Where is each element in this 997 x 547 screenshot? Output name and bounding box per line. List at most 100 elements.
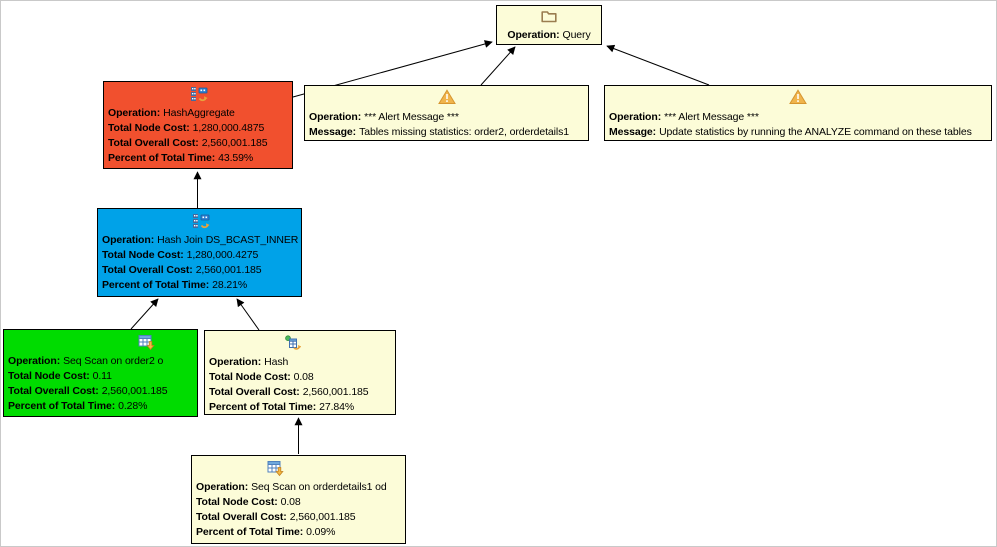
icon-row (104, 82, 292, 105)
field-label: Percent of Total Time: (102, 279, 210, 291)
node-alert-run-analyze[interactable]: Operation:*** Alert Message ***Message:U… (604, 85, 992, 141)
field-value: 2,560,001.185 (195, 264, 262, 276)
field-value: Query (562, 29, 591, 41)
edge-alert2-query (606, 44, 710, 86)
field-message: Message:Tables missing statistics: order… (309, 125, 584, 140)
field-value: Update statistics by running the ANALYZE… (659, 126, 972, 138)
field-label: Operation: (309, 111, 362, 123)
field-value: 0.11 (92, 370, 112, 382)
field-value: 1,280,000.4875 (192, 122, 265, 134)
field-value: 2,560,001.185 (201, 137, 268, 149)
field-label: Total Node Cost: (108, 122, 190, 134)
field-value: HashAggregate (163, 107, 235, 119)
field-operation: Operation:Hash (209, 355, 391, 370)
folder-icon (541, 11, 557, 23)
seq-scan-icon (267, 461, 284, 476)
field-label: Operation: (196, 481, 249, 493)
field-operation: Operation:Query (501, 28, 597, 43)
field-label: Total Overall Cost: (209, 386, 300, 398)
field-label: Percent of Total Time: (8, 400, 116, 412)
icon-row (4, 330, 197, 353)
hash-join-icon (191, 213, 210, 229)
field-percent-of-total-time: Percent of Total Time:43.59% (108, 151, 288, 166)
node-alert-missing-statistics[interactable]: Operation:*** Alert Message ***Message:T… (304, 85, 589, 141)
field-total-node-cost: Total Node Cost:1,280,000.4275 (102, 248, 297, 263)
field-label: Operation: (209, 356, 262, 368)
field-label: Percent of Total Time: (108, 152, 216, 164)
field-value: 2,560,001.185 (101, 385, 168, 397)
icon-row (605, 86, 991, 109)
field-value: 28.21% (212, 279, 248, 291)
hash-join-icon (190, 86, 208, 102)
field-total-overall-cost: Total Overall Cost:2,560,001.185 (102, 263, 297, 278)
field-value: 27.84% (319, 401, 355, 413)
field-value: Hash Join DS_BCAST_INNER (157, 234, 299, 246)
field-label: Total Node Cost: (102, 249, 184, 261)
field-label: Operation: (507, 29, 560, 41)
icon-row (497, 6, 601, 26)
field-total-overall-cost: Total Overall Cost:2,560,001.185 (196, 510, 401, 525)
field-value: *** Alert Message *** (364, 111, 459, 123)
seq-scan-icon (138, 335, 155, 350)
icon-row (205, 331, 395, 354)
field-label: Percent of Total Time: (209, 401, 317, 413)
field-operation: Operation:Hash Join DS_BCAST_INNER (102, 233, 299, 248)
field-label: Total Overall Cost: (8, 385, 99, 397)
icon-row (192, 456, 405, 479)
field-total-node-cost: Total Node Cost:0.08 (209, 370, 391, 385)
field-total-node-cost: Total Node Cost:0.08 (196, 495, 401, 510)
field-label: Total Node Cost: (209, 371, 291, 383)
field-value: 43.59% (218, 152, 254, 164)
field-value: Hash (264, 356, 289, 368)
field-operation: Operation:*** Alert Message *** (309, 110, 584, 125)
alert-icon (789, 89, 807, 104)
field-value: Seq Scan on orderdetails1 od (251, 481, 387, 493)
field-percent-of-total-time: Percent of Total Time:27.84% (209, 400, 391, 414)
icon-row (98, 209, 301, 232)
field-total-overall-cost: Total Overall Cost:2,560,001.185 (108, 136, 288, 151)
field-percent-of-total-time: Percent of Total Time:28.21% (102, 278, 297, 293)
field-label: Total Overall Cost: (102, 264, 193, 276)
field-operation: Operation:*** Alert Message *** (609, 110, 987, 125)
field-label: Total Node Cost: (196, 496, 278, 508)
edge-hash-hashjoin (236, 298, 260, 331)
field-value: Seq Scan on order2 o (63, 355, 164, 367)
field-label: Message: (309, 126, 357, 138)
field-value: 2,560,001.185 (289, 511, 356, 523)
node-query[interactable]: Operation:Query (496, 5, 602, 45)
icon-row (305, 86, 588, 109)
field-label: Operation: (102, 234, 155, 246)
field-value: 0.08 (280, 496, 301, 508)
alert-icon (438, 89, 455, 104)
field-operation: Operation:Seq Scan on orderdetails1 od (196, 480, 401, 495)
field-value: 0.09% (306, 526, 336, 538)
field-label: Message: (609, 126, 657, 138)
field-label: Total Overall Cost: (108, 137, 199, 149)
field-label: Percent of Total Time: (196, 526, 304, 538)
field-operation: Operation:Seq Scan on order2 o (8, 354, 193, 369)
field-value: 0.28% (118, 400, 148, 412)
field-total-node-cost: Total Node Cost:0.11 (8, 369, 193, 384)
field-percent-of-total-time: Percent of Total Time:0.28% (8, 399, 193, 414)
edge-alert1-query (480, 46, 516, 86)
hash-icon (284, 334, 301, 350)
field-percent-of-total-time: Percent of Total Time:0.09% (196, 525, 401, 540)
field-label: Operation: (609, 111, 662, 123)
field-label: Total Node Cost: (8, 370, 90, 382)
field-total-overall-cost: Total Overall Cost:2,560,001.185 (8, 384, 193, 399)
field-label: Operation: (108, 107, 161, 119)
field-value: 2,560,001.185 (302, 386, 369, 398)
field-total-node-cost: Total Node Cost:1,280,000.4875 (108, 121, 288, 136)
field-value: 0.08 (293, 371, 314, 383)
field-value: Tables missing statistics: order2, order… (359, 126, 570, 138)
field-total-overall-cost: Total Overall Cost:2,560,001.185 (209, 385, 391, 400)
field-operation: Operation:HashAggregate (108, 106, 288, 121)
field-message: Message:Update statistics by running the… (609, 125, 987, 140)
field-label: Total Overall Cost: (196, 511, 287, 523)
edge-seqscan1-hashjoin (130, 298, 159, 330)
